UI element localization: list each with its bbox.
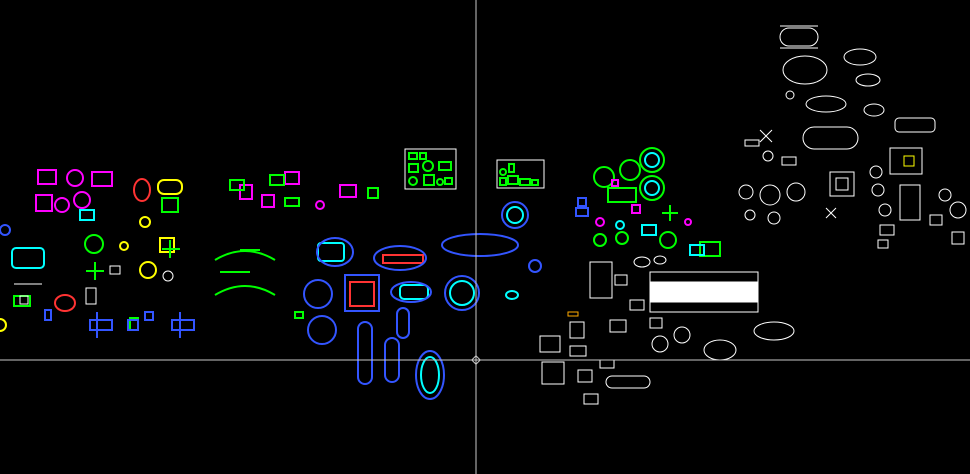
tables-blue (0, 202, 541, 399)
chairs-white (14, 266, 173, 304)
tables-green (14, 175, 378, 330)
tables-red (55, 179, 423, 311)
furniture-cluster-left (0, 170, 541, 399)
tables-cyan (12, 207, 523, 393)
crosshair-pickbox (472, 356, 480, 364)
block-preview-box-2 (497, 160, 544, 188)
accent-marks-right (568, 156, 914, 316)
furniture-cluster-right (540, 26, 966, 404)
furniture-cluster-middle (576, 148, 720, 256)
tables-yellow (0, 180, 182, 331)
dining-set-magenta (36, 170, 356, 212)
block-preview-box-1 (405, 149, 456, 189)
